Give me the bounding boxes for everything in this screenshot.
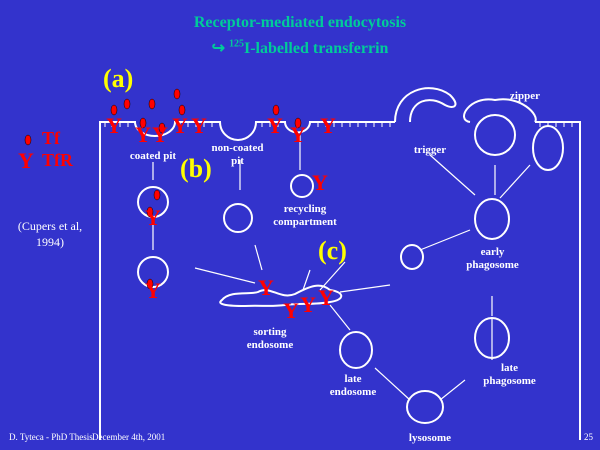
svg-text:Y: Y: [152, 122, 168, 147]
svg-text:Y: Y: [258, 275, 274, 300]
svg-text:Y: Y: [145, 278, 161, 303]
recycling-compartment: [290, 174, 314, 198]
coated-vesicle-2: [137, 256, 169, 288]
lysosome: [406, 390, 444, 424]
svg-text:Y: Y: [172, 113, 188, 138]
svg-text:Y: Y: [191, 113, 207, 138]
cell-membrane: [99, 121, 395, 440]
svg-text:Y: Y: [283, 298, 299, 323]
legend-tf: Tf: [42, 128, 60, 148]
footer-author: D. Tyteca - PhD Thesis: [9, 432, 93, 442]
early-phagosome: [474, 198, 510, 240]
late-endosome: [339, 331, 373, 369]
slide-title: Receptor-mediated endocytosis: [193, 14, 407, 31]
svg-text:Y: Y: [312, 170, 328, 195]
trigger-label: trigger: [413, 144, 447, 156]
label-a: (a): [103, 64, 134, 93]
zipper-label: zipper: [510, 90, 540, 102]
label-b: (b): [180, 154, 212, 183]
svg-text:Y: Y: [267, 113, 283, 138]
trigger-cup: [394, 87, 457, 123]
sorting-endosome: [219, 284, 343, 308]
svg-text:Y: Y: [145, 205, 161, 230]
coated-vesicle: [137, 186, 169, 218]
svg-text:Y: Y: [318, 285, 334, 310]
legend-y-icon: Y: [18, 148, 34, 173]
coated-pit-label: coated pit: [129, 150, 177, 162]
transferrin-markers: [24, 88, 302, 290]
svg-text:Y: Y: [300, 292, 316, 317]
curved-arrow-icon: ↪: [211, 40, 225, 57]
non-coated-vesicle: [223, 203, 253, 233]
citation: (Cupers et al,1994): [17, 219, 83, 249]
small-vesicle: [400, 244, 424, 270]
svg-text:Y: Y: [320, 113, 336, 138]
cell-membrane-right: [535, 121, 581, 440]
svg-text:Y: Y: [106, 113, 122, 138]
svg-text:Y: Y: [290, 122, 306, 147]
svg-text:Y: Y: [135, 122, 151, 147]
slide-subtitle: ↪ 125I-labelled transferrin: [211, 38, 389, 57]
lysosome-label: lysosome: [408, 432, 452, 444]
zipper-cup: [463, 98, 537, 123]
legend-tfr: TfR: [42, 150, 73, 170]
page-number: 25: [584, 432, 593, 442]
footer-date: December 4th, 2001: [92, 432, 166, 442]
label-c: (c): [318, 236, 347, 265]
